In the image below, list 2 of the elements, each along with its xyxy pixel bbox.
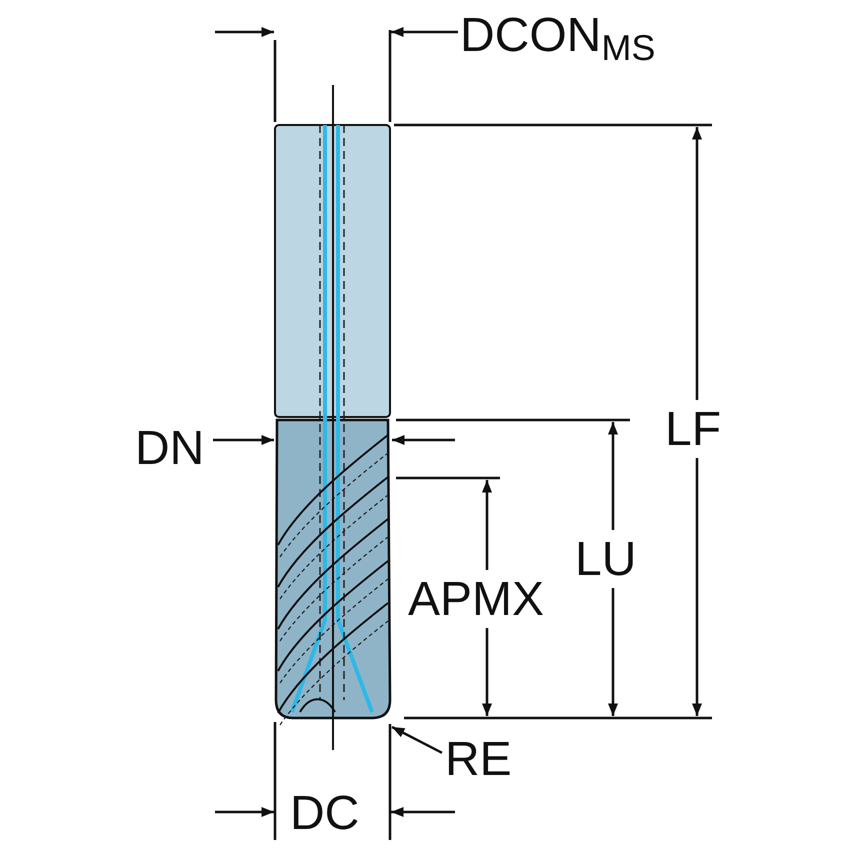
end-mill-drawing xyxy=(274,124,392,726)
leader-line xyxy=(391,726,443,754)
